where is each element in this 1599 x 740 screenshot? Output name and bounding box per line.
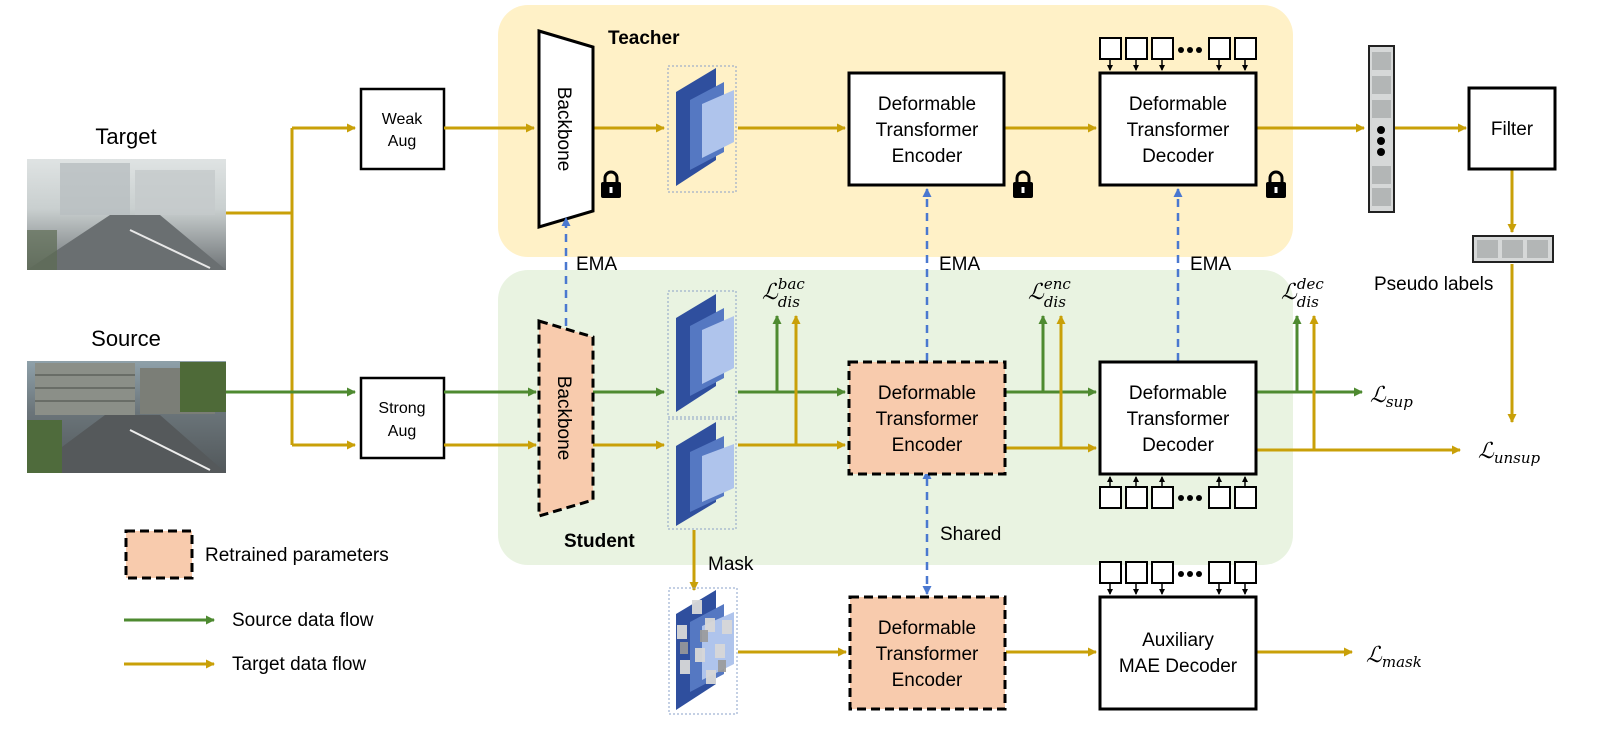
teacher-feature-map <box>667 65 737 193</box>
student-decoder-box <box>1098 360 1258 476</box>
legend: Retrained parameters Source data flow Ta… <box>124 529 389 675</box>
target-image <box>27 159 226 270</box>
strong-aug-box <box>359 376 446 460</box>
teacher-encoder-box <box>847 71 1006 187</box>
weak-aug-line2: Aug <box>388 133 416 150</box>
mae-encoder-l3: Encoder <box>892 670 963 691</box>
student-backbone <box>537 318 595 519</box>
target-label: Target <box>95 124 156 149</box>
filter-label: Filter <box>1491 119 1534 140</box>
pseudo-labels-label: Pseudo labels <box>1374 274 1493 295</box>
teacher-encoder-l1: Deformable <box>878 94 976 115</box>
student-encoder-box <box>847 360 1007 476</box>
mae-encoder-l2: Transformer <box>876 644 979 665</box>
teacher-backbone-label: Backbone <box>553 87 574 172</box>
weak-aug-line1: Weak <box>382 111 424 128</box>
teacher-backbone <box>537 28 595 230</box>
student-encoder-l1: Deformable <box>878 383 976 404</box>
legend-retrained-label: Retrained parameters <box>205 545 389 566</box>
masked-feature-map <box>668 587 738 715</box>
source-image <box>27 361 226 473</box>
teacher-encoder-l2: Transformer <box>876 120 979 141</box>
strong-aug-line2: Aug <box>388 423 416 440</box>
student-title: Student <box>564 531 635 552</box>
strong-aug-line1: Strong <box>378 400 425 417</box>
student-decoder-l3: Decoder <box>1142 435 1214 456</box>
ema-label-encoder: EMA <box>939 254 981 275</box>
legend-source-label: Source data flow <box>232 610 374 631</box>
teacher-encoder-lock-icon <box>1013 170 1033 198</box>
teacher-decoder-l3: Decoder <box>1142 146 1214 167</box>
legend-target-label: Target data flow <box>232 654 366 675</box>
teacher-prediction-strip <box>1368 45 1395 213</box>
loss-unsup: ℒunsup <box>1478 439 1541 467</box>
student-backbone-label: Backbone <box>553 376 574 461</box>
mae-decoder-l2: MAE Decoder <box>1119 656 1238 677</box>
student-decoder-l2: Transformer <box>1127 409 1230 430</box>
teacher-encoder-l3: Encoder <box>892 146 963 167</box>
mae-encoder-box <box>848 595 1007 711</box>
teacher-queries <box>1099 37 1257 71</box>
mae-decoder-l1: Auxiliary <box>1142 630 1214 651</box>
student-queries <box>1099 476 1257 509</box>
mae-encoder-l1: Deformable <box>878 618 976 639</box>
shared-label: Shared <box>940 524 1001 545</box>
pseudo-label-strip <box>1472 235 1554 263</box>
teacher-decoder-lock-icon <box>1266 170 1286 198</box>
mae-decoder-box <box>1098 595 1258 711</box>
loss-sup: ℒsup <box>1370 383 1413 411</box>
legend-retrained-swatch <box>124 529 194 580</box>
teacher-decoder-l1: Deformable <box>1129 94 1227 115</box>
mae-queries <box>1099 561 1257 595</box>
weak-aug-box <box>359 87 446 171</box>
teacher-title: Teacher <box>608 28 680 49</box>
ema-label-decoder: EMA <box>1190 254 1232 275</box>
ema-label-backbone: EMA <box>576 254 618 275</box>
filter-box <box>1467 86 1557 171</box>
teacher-decoder-l2: Transformer <box>1127 120 1230 141</box>
student-encoder-l3: Encoder <box>892 435 963 456</box>
student-feature-map-source <box>667 290 737 418</box>
teacher-backbone-lock-icon <box>601 170 621 198</box>
student-feature-map-target <box>667 418 737 530</box>
source-label: Source <box>91 326 161 351</box>
mask-label: Mask <box>708 554 754 575</box>
student-encoder-l2: Transformer <box>876 409 979 430</box>
target-branch-lines <box>226 123 356 450</box>
loss-mask: ℒmask <box>1366 643 1422 671</box>
teacher-decoder-box <box>1098 71 1258 187</box>
student-decoder-l1: Deformable <box>1129 383 1227 404</box>
